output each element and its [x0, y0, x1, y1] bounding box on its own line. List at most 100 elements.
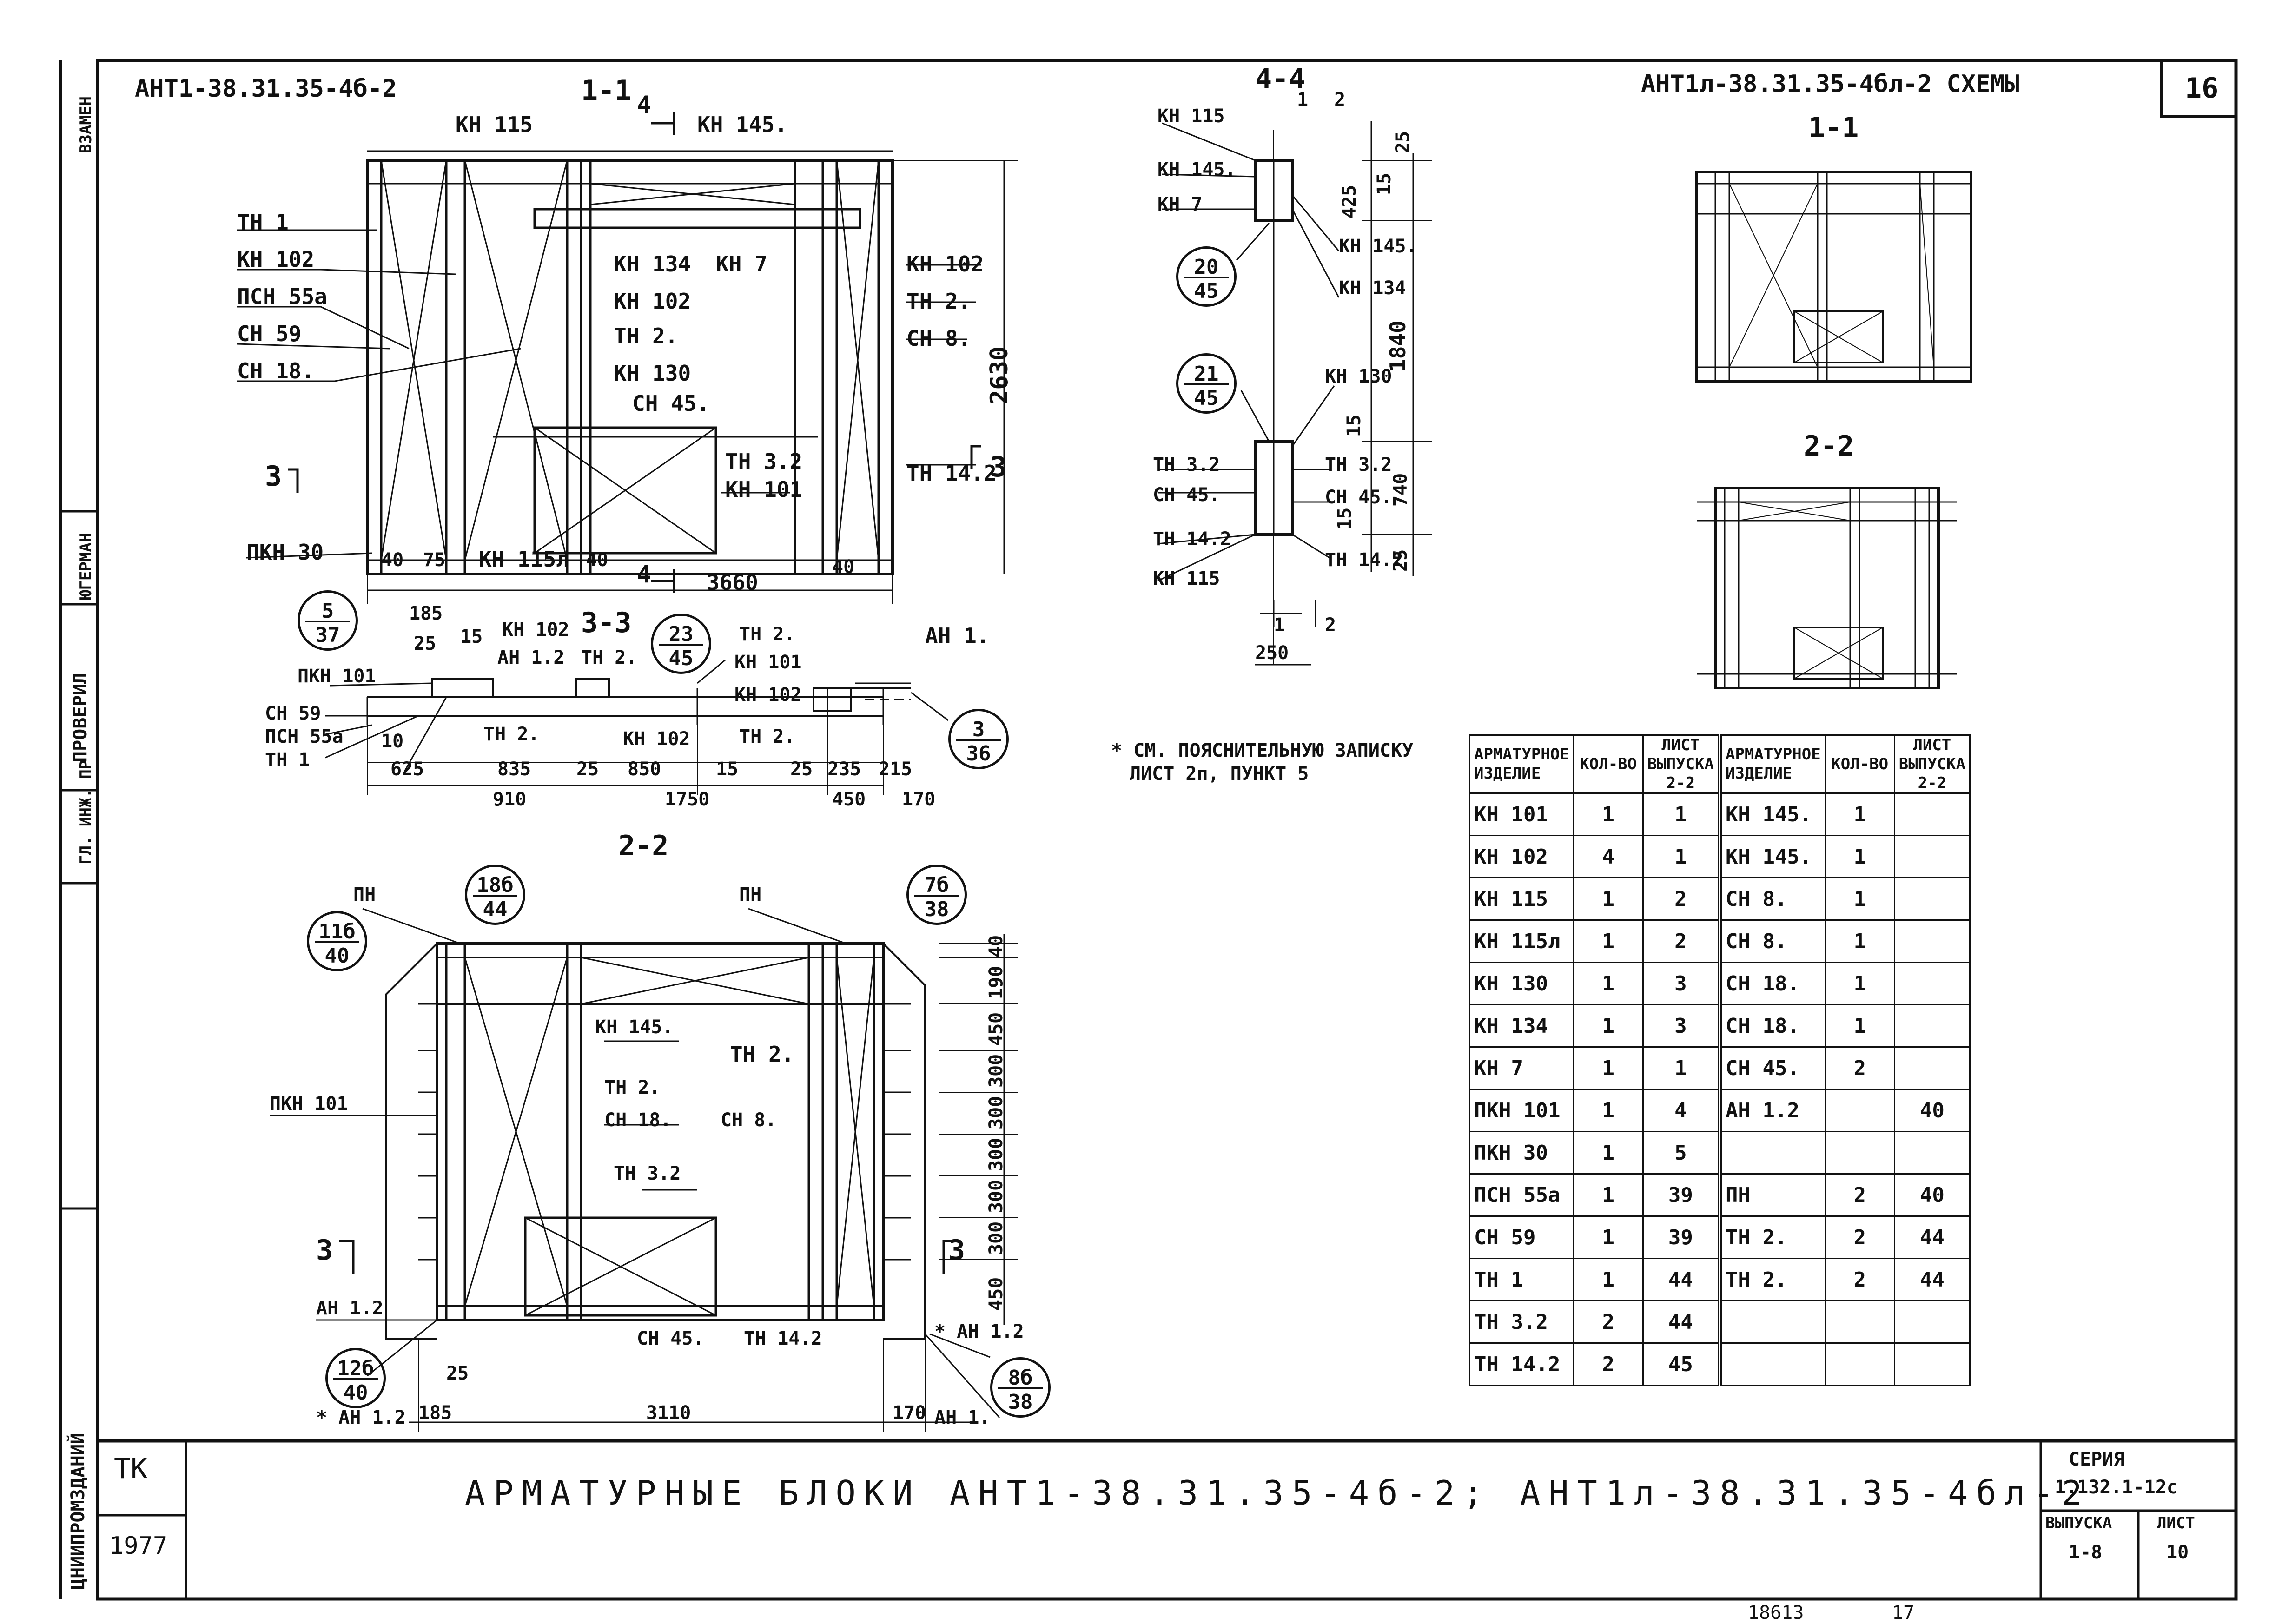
cut-3-left: 3: [265, 460, 282, 493]
sheet-title: АРМАТУРНЫЕ БЛОКИ АНТ1-38.31.35-4б-2; АНТ…: [465, 1473, 2090, 1512]
table-cell: 45: [1642, 1342, 1720, 1386]
table-cell: 1: [1824, 1004, 1895, 1048]
s22-dim-25: 25: [446, 1363, 469, 1384]
scheme-2-2-title: 2-2: [1804, 430, 1854, 462]
table-cell: ТН 1: [1469, 1258, 1574, 1302]
org-mark: ТК: [114, 1452, 148, 1485]
s44-th32-right: ТН 3.2: [1325, 454, 1392, 475]
label-pkn30: ПКН 30: [246, 540, 324, 565]
side-name: ЮГЕРМАН: [77, 533, 95, 600]
s44-dim-15c: 15: [1334, 507, 1356, 530]
s33-pcn55a: ПСН 55а: [265, 726, 344, 747]
table-cell: КН 145.: [1717, 792, 1826, 837]
s22-kn145: КН 145.: [595, 1017, 674, 1038]
table-cell: [1893, 835, 1971, 879]
table-cell: 2: [1824, 1215, 1895, 1260]
table-cell: 2: [1824, 1173, 1895, 1217]
specification-table: АРМАТУРНОЕ ИЗДЕЛИЕ КОЛ-ВО ЛИСТ ВЫПУСКА 2…: [1469, 734, 1971, 1386]
label-pcn55a: ПСН 55а: [237, 284, 327, 309]
dim-3660: 3660: [707, 570, 758, 595]
label-kn145: КН 145.: [697, 112, 787, 137]
table-cell: ТН 14.2: [1469, 1342, 1574, 1386]
s33-dim-15b: 15: [716, 759, 739, 780]
s33-th2-d: ТН 2.: [739, 726, 795, 747]
dim-2630: 2630: [986, 346, 1013, 404]
s22-an12-left: АН 1.2: [316, 1298, 384, 1319]
s33-an1: АН 1.: [925, 623, 990, 648]
table-cell: 4: [1642, 1089, 1720, 1133]
dim-40c: 40: [832, 556, 855, 578]
table-cell: [1824, 1300, 1895, 1344]
table-cell: 1: [1573, 1131, 1644, 1175]
s44-kn115-top: КН 115: [1158, 106, 1225, 127]
s44-dim-2b: 2: [1325, 614, 1336, 636]
table-cell: 2: [1573, 1300, 1644, 1344]
table-cell: 3: [1642, 962, 1720, 1006]
s33-dim-185: 185: [409, 603, 443, 624]
s44-dim-25b: 25: [1390, 549, 1411, 572]
cut-4-bottom: 4: [637, 561, 652, 588]
table-header-row: АРМАТУРНОЕ ИЗДЕЛИЕ КОЛ-ВО ЛИСТ ВЫПУСКА 2…: [1469, 734, 1971, 794]
table-cell: ПКН 101: [1469, 1089, 1574, 1133]
s22-th142: ТН 14.2: [744, 1328, 822, 1349]
s33-an12: АН 1.2: [497, 647, 565, 668]
table-cell: 39: [1642, 1215, 1720, 1260]
table-cell: 40: [1893, 1173, 1971, 1217]
header-sheet-2: ЛИСТ ВЫПУСКА 2-2: [1893, 734, 1971, 794]
table-cell: [1824, 1089, 1895, 1133]
s33-dim-25c: 25: [790, 759, 813, 780]
table-cell: 2: [1824, 1258, 1895, 1302]
table-cell: [1893, 792, 1971, 837]
table-cell: [1717, 1300, 1826, 1344]
table-cell: СН 45.: [1717, 1046, 1826, 1090]
table-cell: СН 18.: [1717, 1004, 1826, 1048]
table-cell: 2: [1573, 1342, 1644, 1386]
table-cell: 1: [1573, 1215, 1644, 1260]
s33-dim-625: 625: [390, 759, 424, 780]
s33-kn102-c: КН 102: [734, 684, 802, 706]
label-th32: ТН 3.2: [725, 449, 803, 474]
dim-40b: 40: [586, 549, 609, 571]
header-sheet: ЛИСТ ВЫПУСКА 2-2: [1642, 734, 1720, 794]
table-cell: КН 101: [1469, 792, 1574, 837]
label-kn115l: КН 115л: [479, 547, 569, 572]
table-cell: 1: [1824, 835, 1895, 879]
table-cell: 2: [1642, 919, 1720, 964]
s44-dim-425: 425: [1339, 185, 1360, 218]
s22-pkn101: ПКН 101: [270, 1093, 348, 1115]
table-cell: 1: [1642, 1046, 1720, 1090]
s44-dim-15a: 15: [1374, 172, 1395, 195]
table-cell: 1: [1573, 962, 1644, 1006]
dim-40a: 40: [381, 549, 404, 571]
s44-kn145-left: КН 145.: [1158, 159, 1236, 180]
s22-cn45: СН 45.: [637, 1328, 704, 1349]
year: 1977: [109, 1532, 168, 1560]
table-cell: КН 130: [1469, 962, 1574, 1006]
s44-kn130: КН 130: [1325, 366, 1392, 387]
table-cell: 44: [1893, 1215, 1971, 1260]
s22-pn-right: ПН: [739, 884, 762, 905]
side-checked: ПРОВЕРИЛ: [70, 673, 91, 762]
label-th2-right: ТН 2.: [906, 289, 971, 314]
label-kn134: КН 134: [614, 251, 691, 277]
table-cell: 1: [1824, 962, 1895, 1006]
s22-an12-bottom: * АН 1.2: [316, 1407, 406, 1428]
s33-th2-b: ТН 2.: [483, 724, 540, 745]
table-cell: [1824, 1342, 1895, 1386]
s33-dim-850: 850: [628, 759, 661, 780]
s22-dim-300c: 300: [986, 1137, 1007, 1171]
s44-dim-1: 1: [1297, 89, 1309, 111]
table-cell: 1: [1573, 1046, 1644, 1090]
table-cell: 1: [1573, 1089, 1644, 1133]
cut-3-left-22: 3: [316, 1234, 333, 1267]
table-cell: 1: [1573, 1004, 1644, 1048]
